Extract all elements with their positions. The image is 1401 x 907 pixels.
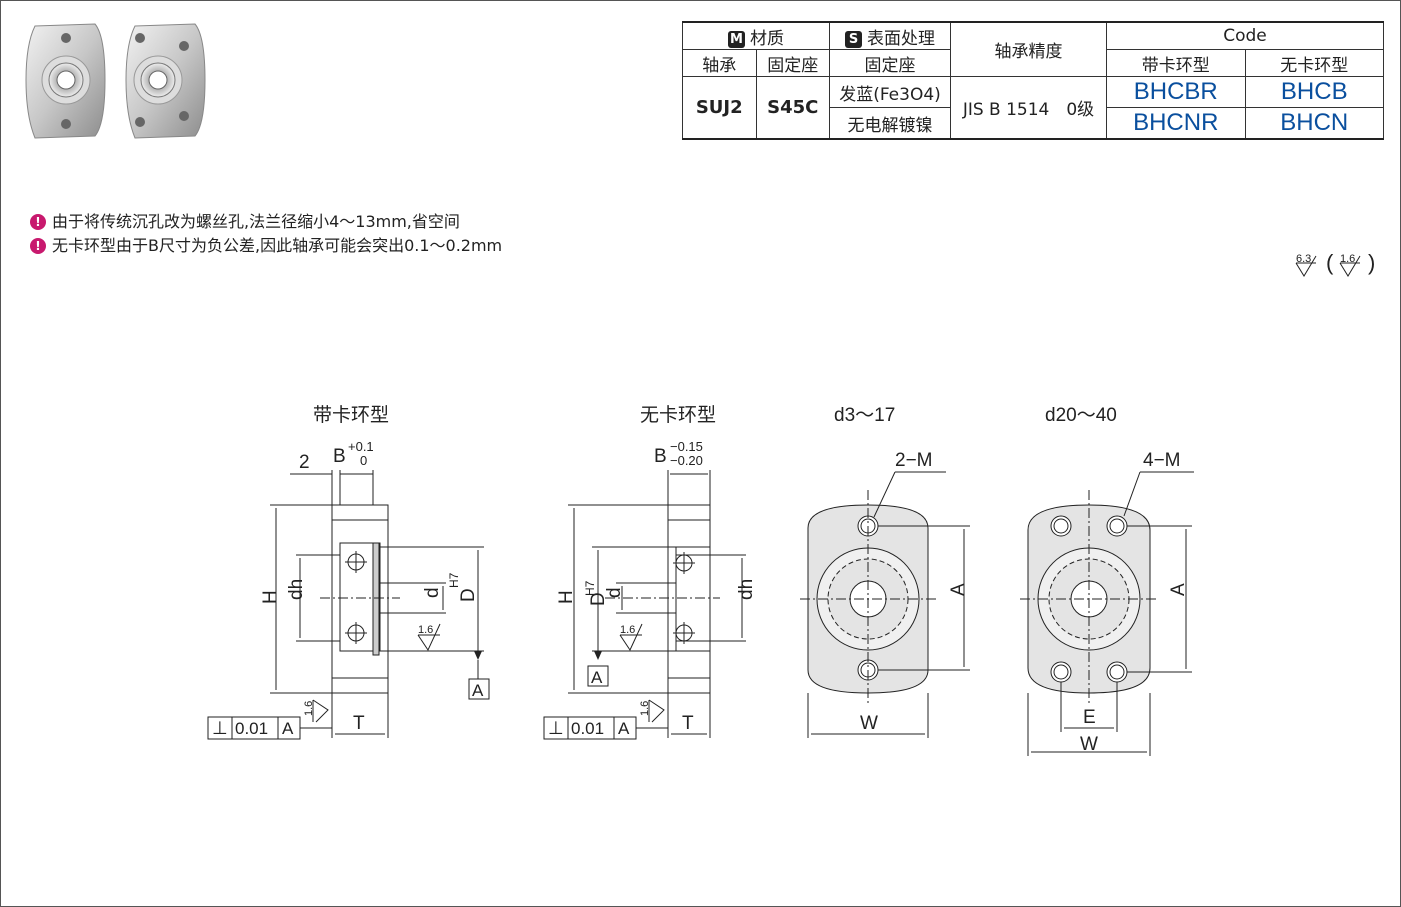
accuracy-header: 轴承精度 xyxy=(950,21,1107,77)
svg-text:A: A xyxy=(591,668,603,687)
svg-text:⊥: ⊥ xyxy=(212,718,228,738)
title-large: d20～40 xyxy=(1045,405,1117,426)
svg-text:B: B xyxy=(333,446,346,467)
accuracy-value: JIS B 1514 0级 xyxy=(950,76,1107,140)
svg-text:T: T xyxy=(682,713,694,734)
surface-seat-col: 固定座 xyxy=(829,49,951,77)
svg-text:0.01: 0.01 xyxy=(235,719,268,738)
title-small: d3～17 xyxy=(834,405,895,426)
svg-text:W: W xyxy=(860,713,878,734)
svg-text:1.6: 1.6 xyxy=(303,701,315,716)
material-badge: M xyxy=(728,30,745,48)
alert-icon: ! xyxy=(30,238,46,254)
code-bhcbr: BHCBR xyxy=(1106,76,1246,108)
svg-text:H: H xyxy=(556,590,577,604)
svg-text:A: A xyxy=(472,681,484,700)
svg-text:d: d xyxy=(422,587,443,598)
surface-1: 发蓝(Fe3O4) xyxy=(829,76,951,108)
svg-text:+0.1: +0.1 xyxy=(348,439,374,454)
roughness-symbol: 6.3 ( 1.6 ) xyxy=(1295,250,1375,277)
note-item: !无卡环型由于B尺寸为负公差,因此轴承可能会突出0.1～0.2mm xyxy=(30,234,502,258)
svg-text:A: A xyxy=(618,719,630,738)
svg-text:⊥: ⊥ xyxy=(548,718,564,738)
code-bhcnr: BHCNR xyxy=(1106,107,1246,140)
svg-text:(: ( xyxy=(1326,250,1334,275)
title-without-ring: 无卡环型 xyxy=(640,404,716,426)
svg-text:1.6: 1.6 xyxy=(1340,253,1355,265)
svg-text:A: A xyxy=(1168,583,1189,596)
svg-text:H: H xyxy=(260,590,281,604)
svg-text:1.6: 1.6 xyxy=(639,701,651,716)
drawing-large-front: 4−M A E W xyxy=(1020,450,1194,756)
notes: !由于将传统沉孔改为螺丝孔,法兰径缩小4～13mm,省空间 !无卡环型由于B尺寸… xyxy=(30,210,502,258)
svg-text:1.6: 1.6 xyxy=(418,624,433,636)
svg-text:4−M: 4−M xyxy=(1143,450,1181,471)
svg-text:A: A xyxy=(948,583,969,596)
svg-text:2−M: 2−M xyxy=(895,450,933,471)
svg-text:0.01: 0.01 xyxy=(571,719,604,738)
svg-text:D: D xyxy=(588,592,609,606)
surface-badge: S xyxy=(845,30,862,48)
alert-icon: ! xyxy=(30,214,46,230)
svg-text:1.6: 1.6 xyxy=(620,624,635,636)
code-with-ring-col: 带卡环型 xyxy=(1106,49,1246,77)
svg-text:H7: H7 xyxy=(583,580,597,596)
code-bhcb: BHCB xyxy=(1244,76,1384,108)
svg-text:H7: H7 xyxy=(447,572,461,588)
svg-text:E: E xyxy=(1083,707,1096,728)
drawing-with-ring: H dh d D H7 A 1.6 2 B +0.1 0 T xyxy=(207,439,490,740)
drawing-without-ring: H D H7 A d dh 1.6 B −0.15 −0.20 T ⊥ 0 xyxy=(543,439,757,740)
svg-text:dh: dh xyxy=(286,579,307,600)
title-with-ring: 带卡环型 xyxy=(313,404,389,426)
svg-text:d: d xyxy=(604,587,625,598)
svg-text:B: B xyxy=(654,446,667,467)
svg-text:−0.15: −0.15 xyxy=(670,439,703,454)
seat-col: 固定座 xyxy=(755,49,830,77)
code-bhcn: BHCN xyxy=(1244,107,1384,140)
svg-text:2: 2 xyxy=(299,452,310,473)
surface-2: 无电解镀镍 xyxy=(829,107,951,140)
bearing-material: SUJ2 xyxy=(682,76,757,140)
drawing-small-front: 2−M A W xyxy=(800,450,970,738)
note-item: !由于将传统沉孔改为螺丝孔,法兰径缩小4～13mm,省空间 xyxy=(30,210,502,234)
svg-text:W: W xyxy=(1080,734,1098,755)
svg-text:A: A xyxy=(282,719,294,738)
seat-material: S45C xyxy=(755,76,830,140)
code-without-ring-col: 无卡环型 xyxy=(1244,49,1384,77)
bearing-col: 轴承 xyxy=(682,49,757,77)
svg-text:−0.20: −0.20 xyxy=(670,453,703,468)
svg-text:dh: dh xyxy=(736,579,757,600)
product-photo xyxy=(25,23,206,139)
svg-text:0: 0 xyxy=(360,453,367,468)
svg-text:D: D xyxy=(458,588,479,602)
code-header: Code xyxy=(1106,21,1384,50)
svg-text:): ) xyxy=(1368,250,1375,275)
svg-text:T: T xyxy=(353,713,365,734)
svg-text:6.3: 6.3 xyxy=(1296,253,1311,265)
